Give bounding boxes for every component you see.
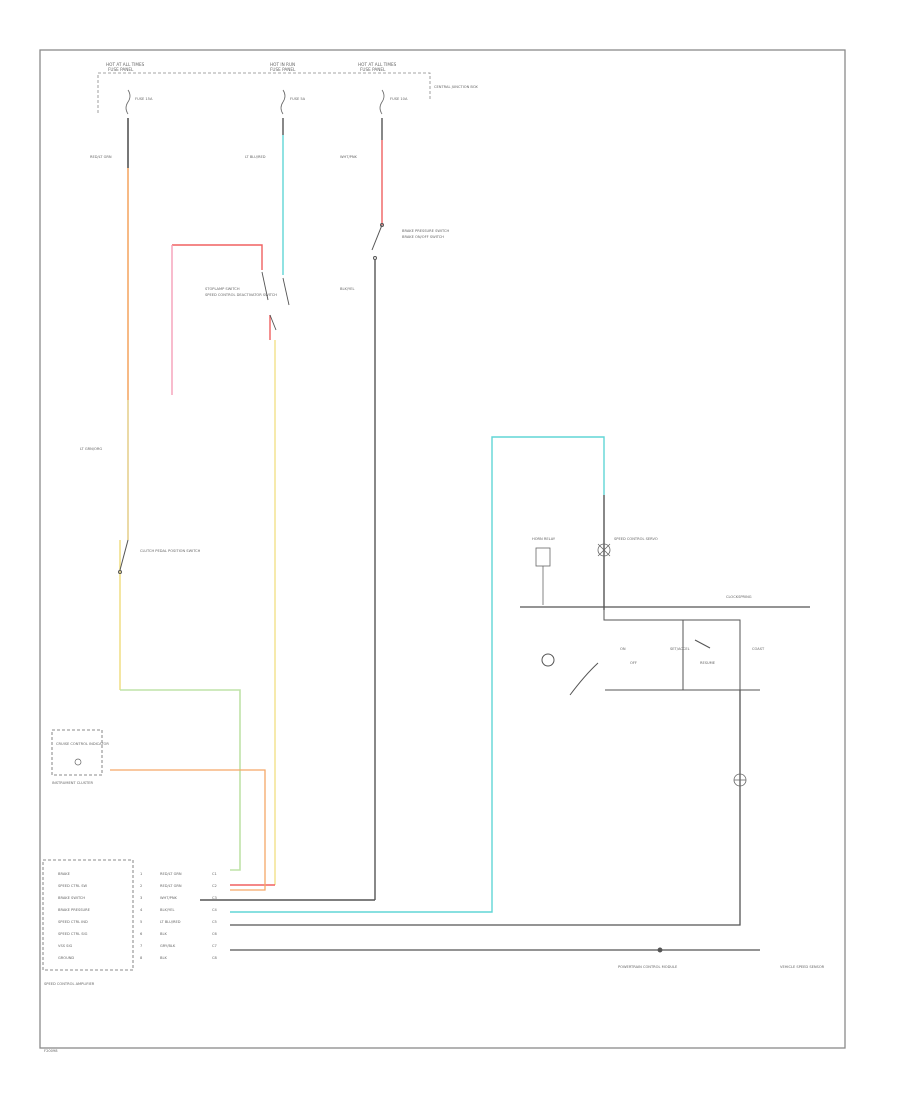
label-sw-on: ON <box>620 647 626 651</box>
pin-circuit: C6 <box>212 932 218 936</box>
pin-name: BRAKE PRESSURE <box>58 908 91 912</box>
pin-circuit: C4 <box>212 908 218 912</box>
label-wire-1: RED/LT GRN <box>90 155 112 159</box>
label-fuse-b: FUSE 5A <box>290 97 306 101</box>
pin-wire: RED/LT GRN <box>160 884 182 888</box>
pin-name: VSS SIG <box>58 944 73 948</box>
pin-circuit: C7 <box>212 944 217 948</box>
fuse-symbols <box>125 89 385 115</box>
clutch-switch-symbol <box>118 539 129 574</box>
label-fuse-panel-left-sub: FUSE PANEL <box>108 67 134 72</box>
clockspring-symbol <box>733 773 747 787</box>
label-speed-ctrl-deactivator: SPEED CONTROL DEACTIVATOR SWITCH <box>205 293 277 297</box>
pin-number: 6 <box>140 932 143 936</box>
pin-name: SPEED CTRL SIG <box>58 932 88 936</box>
deactivator-switch-symbol <box>261 271 290 331</box>
wire-cluster <box>110 769 266 891</box>
instrument-cluster <box>51 729 103 776</box>
label-speed-ctrl-amplifier: SPEED CONTROL AMPLIFIER <box>44 982 95 986</box>
pin-name: SPEED CTRL SW <box>58 884 88 888</box>
pin-wire: WHT/PNK <box>160 896 178 900</box>
label-fuse-panel-left: HOT AT ALL TIMES <box>106 62 145 67</box>
label-horn-relay: HORN RELAY <box>532 537 556 541</box>
pin-number: 3 <box>140 896 142 900</box>
label-cruise-indicator: CRUISE CONTROL INDICATOR <box>56 742 109 746</box>
pin-circuit: C2 <box>212 884 217 888</box>
pin-circuit: C3 <box>212 896 217 900</box>
label-pcm: POWERTRAIN CONTROL MODULE <box>618 965 678 969</box>
label-wire-4: BLK/YEL <box>340 287 355 291</box>
label-sw-set: SET/ACCEL <box>670 647 690 651</box>
label-fuse-panel-right: HOT AT ALL TIMES <box>358 62 397 67</box>
label-instrument-cluster: INSTRUMENT CLUSTER <box>52 781 93 785</box>
label-central-junction: CENTRAL JUNCTION BOX <box>434 85 478 89</box>
pin-number: 2 <box>140 884 142 888</box>
pin-number: 4 <box>140 908 143 912</box>
pin-wire: RED/LT GRN <box>160 872 182 876</box>
speed-control-switch-group <box>541 607 760 696</box>
label-clutch-switch: CLUTCH PEDAL POSITION SWITCH <box>140 549 201 553</box>
brake-switch-symbol <box>371 223 384 260</box>
wire-mid-to-connector <box>230 340 276 886</box>
label-fuse-a: FUSE 15A <box>135 97 153 101</box>
pin-number: 5 <box>140 920 142 924</box>
pin-circuit: C8 <box>212 956 218 960</box>
wire-cyan-right <box>230 436 605 913</box>
label-fuse-panel-right-sub: FUSE PANEL <box>360 67 386 72</box>
label-vss: VEHICLE SPEED SENSOR <box>780 965 825 969</box>
diagram-frame <box>39 49 846 1049</box>
wire-right-brake <box>200 118 383 901</box>
pin-circuit: C1 <box>212 872 217 876</box>
pin-number: 8 <box>140 956 143 960</box>
label-fuse-panel-mid-sub: FUSE PANEL <box>270 67 296 72</box>
label-stoplamp-switch: STOPLAMP SWITCH <box>205 287 240 291</box>
footer-code: F20098 <box>44 1049 58 1053</box>
label-brake-on-off: BRAKE ON/OFF SWITCH <box>402 235 444 239</box>
fuse-panel-outline <box>97 72 431 113</box>
pin-number: 7 <box>140 944 142 948</box>
pin-name: GROUND <box>58 956 74 960</box>
speed-control-amplifier <box>42 859 134 971</box>
label-brake-pressure-switch: BRAKE PRESSURE SWITCH <box>402 229 449 233</box>
pin-number: 1 <box>140 872 142 876</box>
wire-pcm <box>230 947 760 953</box>
pin-wire: GRY/BLK <box>160 944 176 948</box>
pin-name: BRAKE SWITCH <box>58 896 85 900</box>
label-sw-coast: COAST <box>752 647 765 651</box>
pin-circuit: C5 <box>212 920 217 924</box>
label-wire-2: LT BLU/RED <box>245 155 266 159</box>
label-wire-3: WHT/PNK <box>340 155 358 159</box>
pin-name: BRAKE <box>58 872 71 876</box>
horn-relay-symbol <box>535 547 551 605</box>
label-clockspring: CLOCKSPRING <box>726 595 752 599</box>
pin-name: SPEED CTRL IND <box>58 920 88 924</box>
pin-wire: LT BLU/RED <box>160 920 181 924</box>
pin-wire: BLK <box>160 956 167 960</box>
label-speed-control-servo: SPEED CONTROL SERVO <box>614 537 658 541</box>
pin-wire: BLK <box>160 932 167 936</box>
servo-symbol <box>597 543 611 557</box>
label-sw-off: OFF <box>630 661 637 665</box>
wire-pink-loop <box>171 244 271 395</box>
label-fuse-panel-mid: HOT IN RUN <box>270 62 295 67</box>
label-sw-resume: RESUME <box>700 661 716 665</box>
wire-switch-to-connector <box>230 690 741 926</box>
label-wire-5: LT GRN/ORG <box>80 447 102 451</box>
pin-wire: BLK/YEL <box>160 908 175 912</box>
wire-left-main <box>119 118 241 871</box>
label-fuse-c: FUSE 10A <box>390 97 408 101</box>
